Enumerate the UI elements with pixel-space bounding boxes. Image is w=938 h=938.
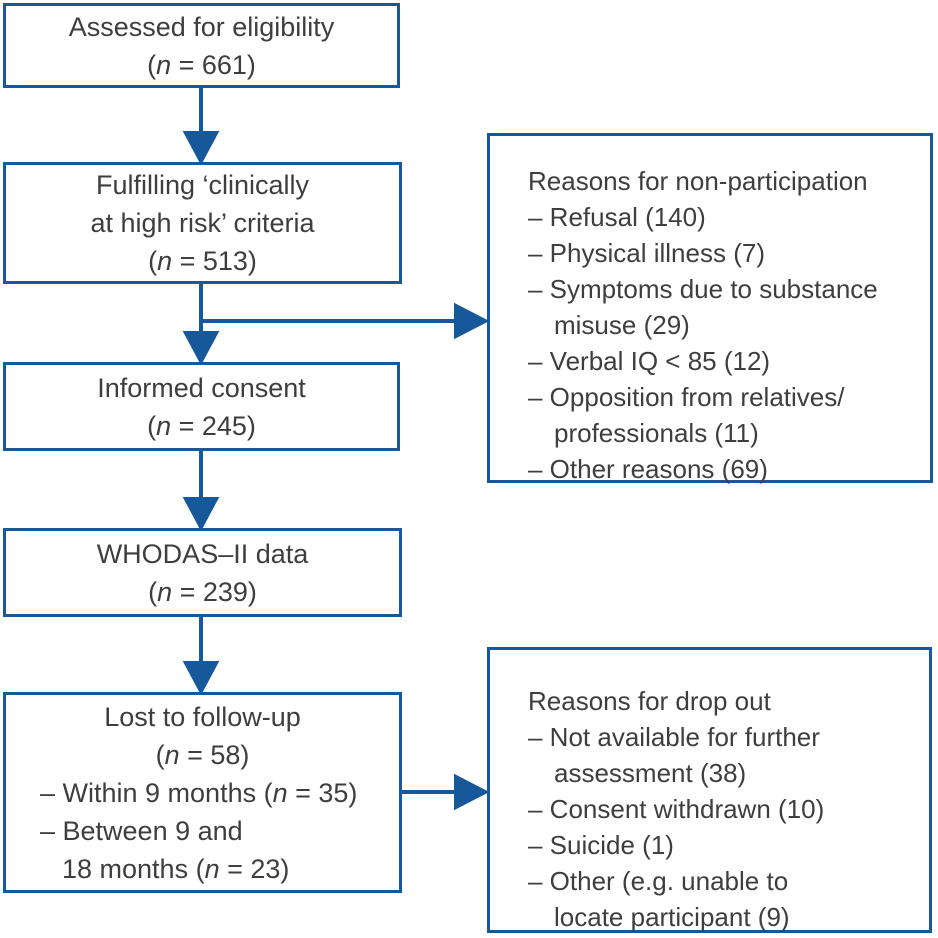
box-line: at high risk’ criteria xyxy=(90,208,315,238)
reason-item: – Refusal (140) xyxy=(528,202,706,232)
box-clinical-high-risk: Fulfilling ‘clinically at high risk’ crit… xyxy=(3,162,402,284)
box-assessed-eligibility: Assessed for eligibility (n = 661) xyxy=(3,3,400,88)
reason-item: – Verbal IQ < 85 (12) xyxy=(528,346,771,376)
reason-item: – Suicide (1) xyxy=(528,830,674,860)
reason-item: – Physical illness (7) xyxy=(528,238,765,268)
reason-item: – Consent withdrawn (10) xyxy=(528,794,825,824)
arrowhead-down-2 xyxy=(182,331,220,366)
reason-item: – Not available for further assessment (… xyxy=(528,722,820,788)
arrowhead-right-1 xyxy=(454,302,490,340)
box-line: Fulfilling ‘clinically xyxy=(95,170,310,200)
box-lost-to-follow-up: Lost to follow-up (n = 58) – Within 9 mont… xyxy=(3,692,402,893)
box-line: Lost to follow-up xyxy=(104,701,301,732)
side-box-title: Reasons for drop out xyxy=(528,686,771,716)
arrowhead-down-4 xyxy=(182,661,220,696)
box-whodas-data: WHODAS–II data (n = 239) xyxy=(3,528,402,617)
reason-item: – Other reasons (69) xyxy=(528,454,768,484)
arrowhead-right-2 xyxy=(454,773,490,811)
box-line: WHODAS–II data xyxy=(96,538,309,569)
box-line: (n = 58) xyxy=(155,739,250,770)
box-informed-consent: Informed consent (n = 245) xyxy=(3,362,400,451)
box-reasons-drop-out: Reasons for drop out – Not available for … xyxy=(487,647,932,933)
box-line: (n = 513) xyxy=(148,246,257,276)
reason-item: – Opposition from relatives/ professiona… xyxy=(528,382,845,448)
reason-item: – Symptoms due to substance misuse (29) xyxy=(528,274,878,340)
reason-item: – Other (e.g. unable to locate participa… xyxy=(528,866,790,932)
box-reasons-non-participation: Reasons for non-participation – Refusal (… xyxy=(487,133,933,484)
box-line: (n = 239) xyxy=(148,576,257,607)
bullet-line: – Within 9 months (n = 35) xyxy=(40,777,358,808)
box-line: Informed consent xyxy=(97,372,306,403)
arrowhead-down-3 xyxy=(182,497,220,532)
box-line: Assessed for eligibility xyxy=(68,11,335,42)
arrowhead-down-1 xyxy=(182,131,220,166)
bullet-line: – Between 9 and 18 months (n = 23) xyxy=(40,815,290,884)
box-line: (n = 661) xyxy=(147,49,256,80)
box-line: (n = 245) xyxy=(147,410,256,441)
side-box-title: Reasons for non-participation xyxy=(528,166,868,196)
